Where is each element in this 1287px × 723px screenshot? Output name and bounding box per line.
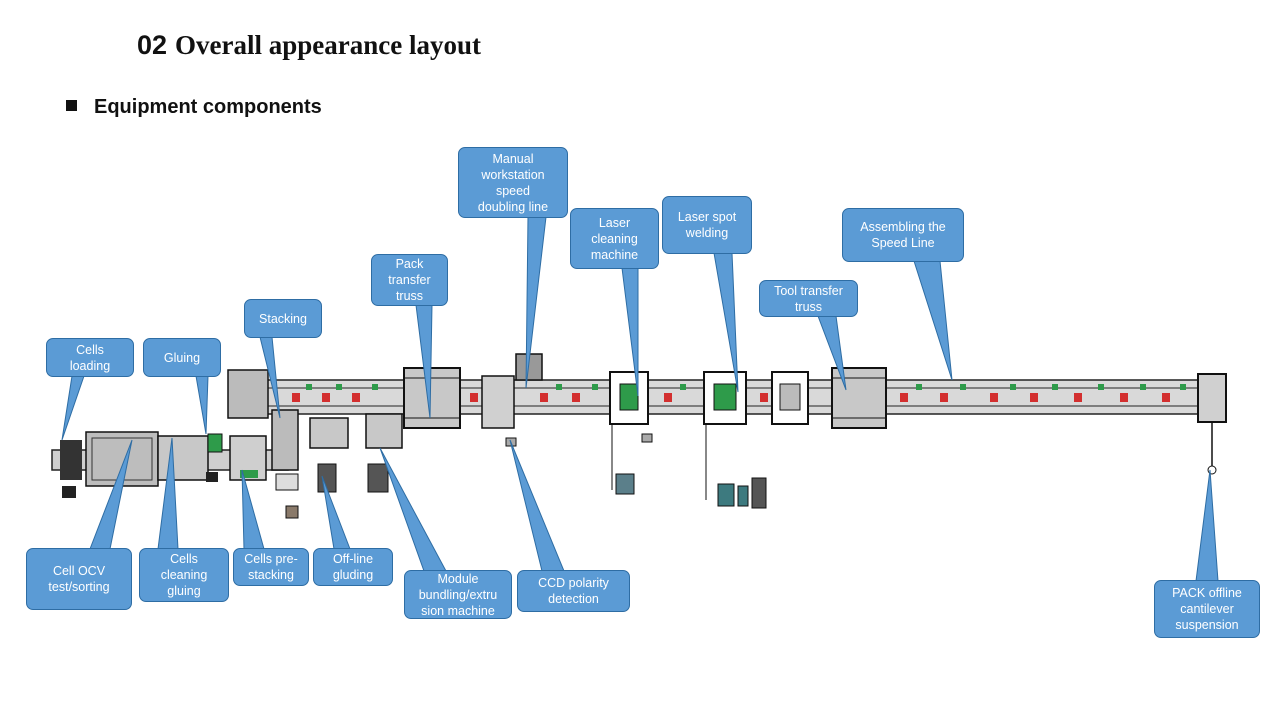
conveyor-sensor-0 xyxy=(306,384,312,390)
laser-source-cleaning xyxy=(615,473,635,495)
conveyor-pallet-9 xyxy=(940,393,948,402)
conveyor-pallet-0 xyxy=(292,393,300,402)
conveyor-pallet-4 xyxy=(540,393,548,402)
callout-assembling-speed-line: Assembling the Speed Line xyxy=(842,208,964,262)
callout-tool-transfer-truss: Tool transfer truss xyxy=(759,280,858,317)
conveyor-pallet-13 xyxy=(1120,393,1128,402)
stacking-bin xyxy=(285,505,299,519)
conveyor-sensor-10 xyxy=(1010,384,1016,390)
conveyor-pallet-6 xyxy=(664,393,672,402)
bullet-square-icon xyxy=(66,100,77,111)
pointer-ccd-polarity xyxy=(509,439,565,572)
conveyor-sensor-6 xyxy=(680,384,686,390)
conveyor-sensor-2 xyxy=(372,384,378,390)
pack-transfer-truss-frame xyxy=(403,367,461,429)
callout-pack-offline: PACK offline cantilever suspension xyxy=(1154,580,1260,638)
pointer-cells-loading xyxy=(61,375,85,441)
upper-left-station xyxy=(227,369,269,419)
bundling-machine-lower xyxy=(367,463,389,493)
conveyor-pallet-11 xyxy=(1030,393,1038,402)
pointer-gluing xyxy=(195,375,209,435)
conveyor-sensor-4 xyxy=(556,384,562,390)
callout-laser-spot-welding: Laser spot welding xyxy=(662,196,752,254)
laser-cleaning-cabinet xyxy=(641,433,653,443)
section-heading-text: Equipment components xyxy=(94,96,322,118)
section-number: 02 xyxy=(137,30,168,60)
callout-cells-pre-stacking: Cells pre- stacking xyxy=(233,548,309,586)
conveyor-pallet-1 xyxy=(322,393,330,402)
callout-manual-workstation: Manual workstation speed doubling line xyxy=(458,147,568,218)
callout-off-line-gluding: Off-line gluding xyxy=(313,548,393,586)
laser-cleaning-head xyxy=(619,383,639,411)
conveyor-sensor-8 xyxy=(916,384,922,390)
conveyor-sensor-14 xyxy=(1180,384,1186,390)
conveyor-pallet-10 xyxy=(990,393,998,402)
conveyor-pallet-7 xyxy=(760,393,768,402)
conveyor-pallet-3 xyxy=(470,393,478,402)
gluing-bin xyxy=(206,472,218,482)
conveyor-pallet-2 xyxy=(352,393,360,402)
ccd-station xyxy=(481,375,515,429)
callout-cells-loading: Cells loading xyxy=(46,338,134,377)
laser-source-2 xyxy=(737,485,749,507)
laser-source-1 xyxy=(717,483,735,507)
production-line xyxy=(51,353,1227,519)
laser-chiller xyxy=(751,477,767,509)
pointer-cells-pre-stacking xyxy=(241,469,265,550)
tool-station-inner xyxy=(779,383,801,411)
callout-cell-ocv: Cell OCV test/sorting xyxy=(26,548,132,610)
conveyor-pallet-8 xyxy=(900,393,908,402)
callout-module-bundling: Module bundling/extru sion machine xyxy=(404,570,512,619)
gluing-unit xyxy=(207,433,223,453)
callout-laser-cleaning: Laser cleaning machine xyxy=(570,208,659,269)
laser-welding-head xyxy=(713,383,737,411)
section-heading: Equipment components xyxy=(66,96,322,119)
callout-cells-cleaning-gluing: Cells cleaning gluing xyxy=(139,548,229,602)
conveyor-sensor-1 xyxy=(336,384,342,390)
callout-ccd-polarity: CCD polarity detection xyxy=(517,570,630,612)
conveyor-sensor-12 xyxy=(1098,384,1104,390)
callout-stacking: Stacking xyxy=(244,299,322,338)
loading-bin xyxy=(62,486,76,498)
conveyor-sensor-13 xyxy=(1140,384,1146,390)
bundling-machine-upper xyxy=(365,413,403,449)
pre-stacking-green xyxy=(240,470,258,478)
conveyor-pallet-14 xyxy=(1162,393,1170,402)
conveyor-sensor-5 xyxy=(592,384,598,390)
stacking-robot xyxy=(271,409,299,471)
conveyor-sensor-9 xyxy=(960,384,966,390)
conveyor-pallet-12 xyxy=(1074,393,1082,402)
pack-offline-station xyxy=(1197,373,1227,423)
conveyor-pallet-5 xyxy=(572,393,580,402)
pointer-assembling-speed-line xyxy=(913,260,953,381)
pointer-pack-offline xyxy=(1195,469,1219,582)
cells-loading-station xyxy=(60,440,82,480)
title-text: Overall appearance layout xyxy=(175,30,482,60)
callout-pack-transfer-truss: Pack transfer truss xyxy=(371,254,448,306)
offline-gluing-machine-upper xyxy=(309,417,349,449)
callout-gluing: Gluing xyxy=(143,338,221,377)
tool-transfer-truss-frame xyxy=(831,367,887,429)
conveyor-red-marks xyxy=(292,393,1170,402)
conveyor-sensor-11 xyxy=(1052,384,1058,390)
cleaning-gluing-machine xyxy=(157,435,209,481)
stacking-table xyxy=(275,473,299,491)
